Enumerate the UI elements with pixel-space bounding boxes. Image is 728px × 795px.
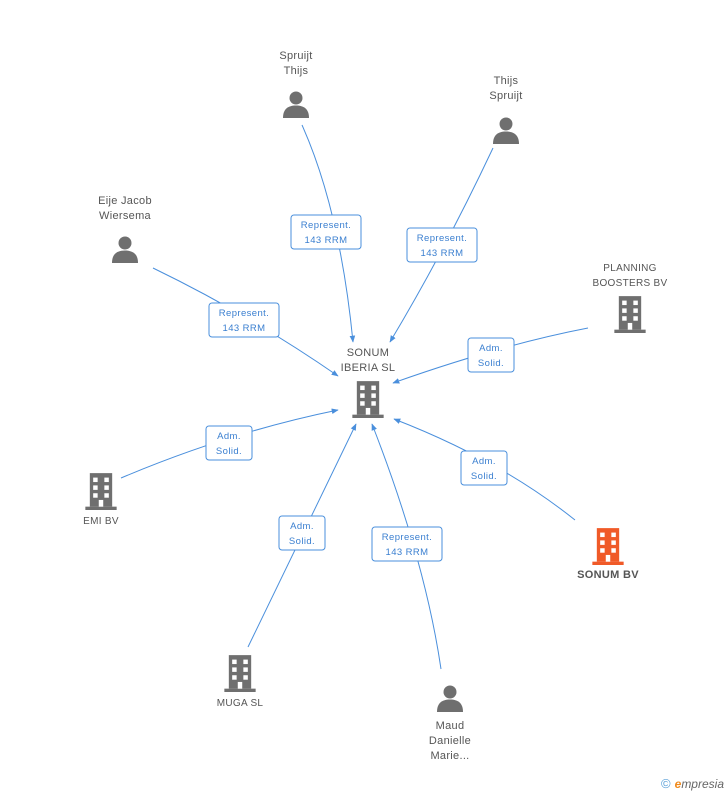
node-label: SONUM [347,347,389,359]
edge-label-text: Adm. [217,431,241,442]
node-label: BOOSTERS BV [593,278,668,289]
edge-label-box [371,526,443,562]
footer-brand: ©empresia [661,776,724,791]
node-label: Maud [436,720,465,732]
edge-label-text: Solid. [471,471,497,482]
edge-label-text: 143 RRM [305,235,348,246]
building-icon [224,655,256,692]
edge-label-text: Solid. [216,446,242,457]
building-icon [614,296,646,333]
node-label: Marie... [430,750,469,762]
edge-label-text: Represent. [219,308,269,319]
node-label: Danielle [429,735,471,747]
edge-label-text: Adm. [479,343,503,354]
edge-label-muga-sl[interactable]: Adm. Solid. [278,515,326,551]
node-label: Wiersema [99,210,151,222]
edge-label-thijs-spruijt[interactable]: Represent. 143 RRM [406,227,478,263]
node-label: IBERIA SL [341,362,396,374]
edge-label-text: Adm. [472,456,496,467]
node-sonum-bv[interactable]: SONUM BV [577,528,639,581]
edge-label-box [278,515,326,551]
edge-label-box [205,425,253,461]
node-label: MUGA SL [217,698,264,709]
building-icon [592,528,624,565]
edge-label-planning-boosters[interactable]: Adm. Solid. [467,337,515,373]
node-label: Eije Jacob [98,195,152,207]
edge-label-box [467,337,515,373]
edge-label-text: Represent. [301,220,351,231]
edge-label-emi-bv[interactable]: Adm. Solid. [205,425,253,461]
copyright-symbol: © [661,776,671,791]
edge-label-sonum-bv[interactable]: Adm. Solid. [460,450,508,486]
edge-label-text: 143 RRM [421,248,464,259]
building-icon [352,381,384,418]
node-label: SONUM BV [577,569,639,581]
edge-label-text: Represent. [417,233,467,244]
building-icon [85,473,117,510]
person-icon [493,117,519,144]
edge-label-box [460,450,508,486]
node-planning-boosters[interactable]: PLANNING BOOSTERS BV [593,263,668,333]
node-label: Thijs [494,75,519,87]
edge-label-maud[interactable]: Represent. 143 RRM [371,526,443,562]
node-maud[interactable]: MaudDanielleMarie... [429,685,471,763]
brand-logo-text: mpresia [681,777,724,791]
center-node[interactable]: SONUM IBERIA SL [341,347,396,418]
node-label: Thijs [284,65,309,77]
edge-label-spruijt-thijs[interactable]: Represent. 143 RRM [290,214,362,250]
edge-label-box [406,227,478,263]
node-label: PLANNING [603,263,657,274]
node-label: Spruijt [279,50,312,62]
edge-label-eije-jacob[interactable]: Represent. 143 RRM [208,302,280,338]
edge-label-text: Represent. [382,532,432,543]
edge-label-text: Solid. [289,536,315,547]
edge-label-box [208,302,280,338]
node-emi-bv[interactable]: EMI BV [83,473,119,527]
node-label: EMI BV [83,516,119,527]
edge-label-text: Adm. [290,521,314,532]
person-icon [112,236,138,263]
edge-label-text: 143 RRM [223,323,266,334]
person-icon [437,685,463,712]
node-muga-sl[interactable]: MUGA SL [217,655,264,709]
person-icon [283,91,309,118]
edge-label-text: 143 RRM [386,547,429,558]
node-label: Spruijt [489,90,522,102]
edge-label-box [290,214,362,250]
edge-label-text: Solid. [478,358,504,369]
brand-logo-e: e [674,777,682,791]
